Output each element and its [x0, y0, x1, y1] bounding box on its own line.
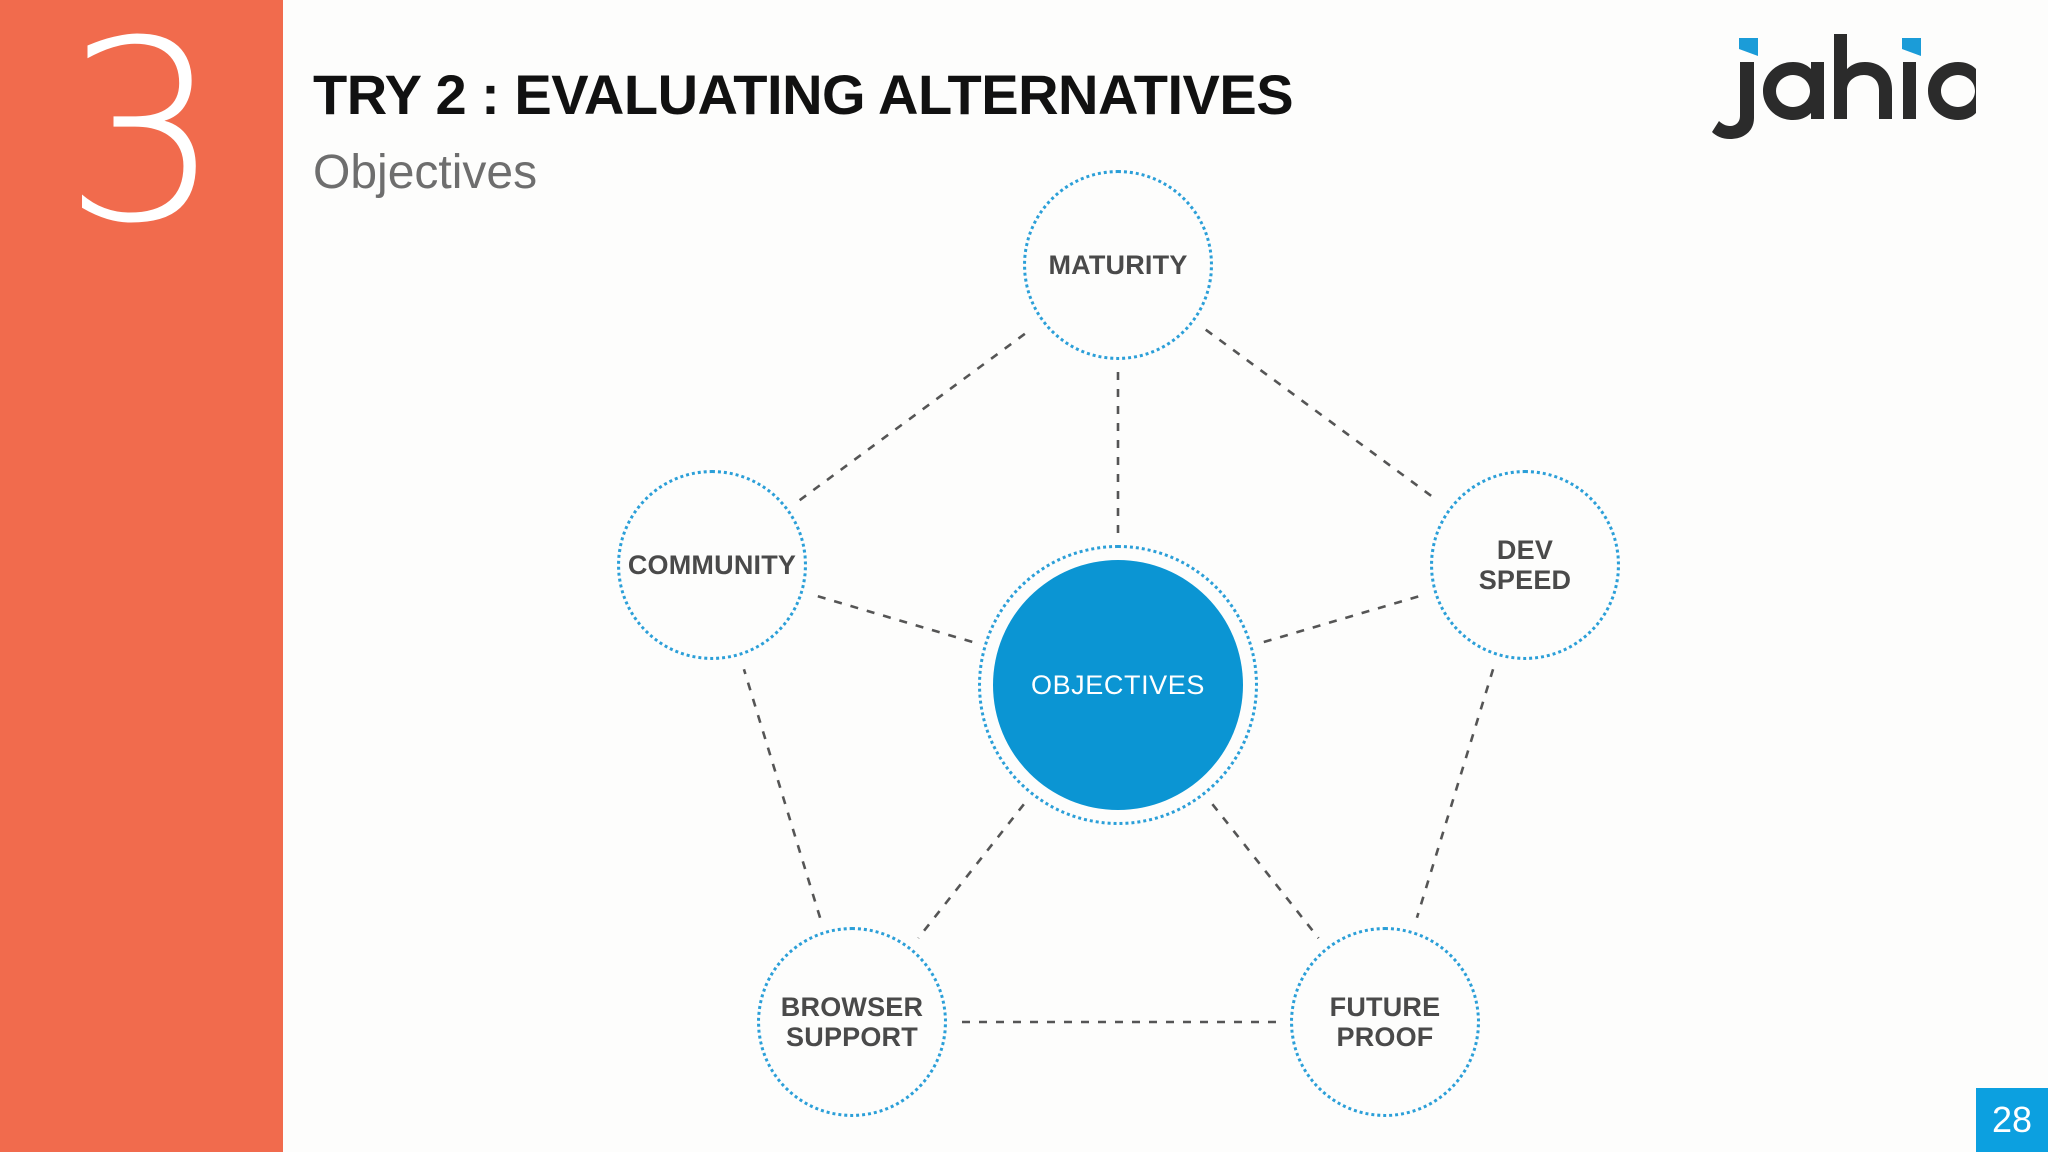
objectives-center-ring [978, 545, 1258, 825]
perimeter-line-maturity-to-dev-speed [1204, 328, 1439, 502]
jahia-logo-icon [1712, 34, 1989, 139]
perimeter-line-community-to-maturity [798, 328, 1032, 502]
perimeter-line-browser-support-to-community [742, 668, 822, 919]
page-subtitle: Objectives [313, 146, 538, 199]
spoke-line-browser-support [917, 803, 1025, 939]
jahia-logo [1706, 32, 1989, 142]
objectives-node-community[interactable]: COMMUNITY [617, 470, 807, 660]
page-number: 28 [1991, 1099, 2033, 1140]
spoke-line-dev-speed [1263, 594, 1423, 644]
page-number-badge: 28 [1976, 1088, 2048, 1152]
perimeter-line-dev-speed-to-future-proof [1415, 668, 1495, 919]
section-sidebar: 3 [0, 0, 283, 1152]
objectives-center-label: OBJECTIVES [1030, 669, 1206, 700]
page-title: TRY 2 : EVALUATING ALTERNATIVES [313, 63, 1294, 126]
spoke-line-community [814, 594, 973, 644]
spoke-line-future-proof [1211, 803, 1320, 939]
objectives-node-label-community: COMMUNITY [627, 549, 797, 580]
objectives-center-node[interactable]: OBJECTIVES [993, 560, 1243, 810]
objectives-node-label-maturity: MATURITY [1048, 249, 1188, 280]
objectives-node-maturity[interactable]: MATURITY [1023, 170, 1213, 360]
section-number: 3 [62, 0, 222, 278]
